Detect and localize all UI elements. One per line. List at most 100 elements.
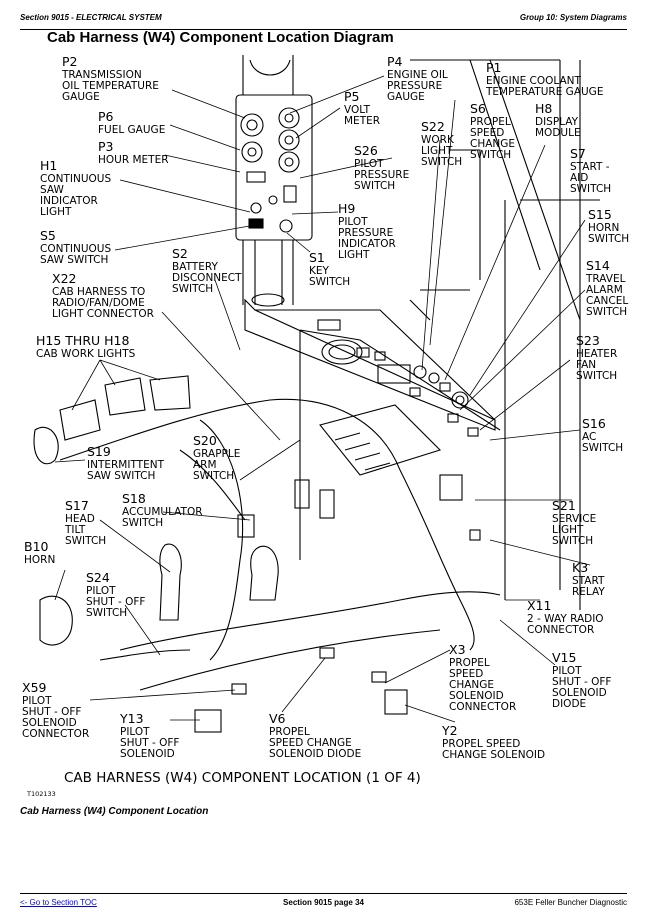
callout-description: INTERMITTENT — [87, 459, 165, 471]
section-toc-link[interactable]: <- Go to Section TOC — [20, 898, 97, 907]
callout-id: S16 — [582, 416, 606, 431]
callout-description: CONNECTOR — [527, 624, 594, 636]
callout-description: SERVICE — [552, 513, 596, 525]
section-title: Section 9015 - ELECTRICAL SYSTEM — [20, 13, 162, 22]
callout-description: SWITCH — [65, 535, 106, 547]
callout-description: HORN — [588, 222, 619, 234]
callout-id: S6 — [470, 101, 486, 116]
callout-description: ALARM — [586, 284, 623, 296]
callout-description: FUEL GAUGE — [98, 124, 165, 136]
callout-id: S26 — [354, 143, 378, 158]
callout-description: INDICATOR — [338, 238, 396, 250]
callout-description: SAW SWITCH — [40, 254, 108, 266]
callout-description: SAW — [40, 184, 64, 196]
callout-description: ACCUMULATOR — [122, 506, 203, 518]
callout-description: RELAY — [572, 586, 605, 598]
callout-description: CANCEL — [586, 295, 628, 307]
figure-title: Cab Harness (W4) Component Location — [20, 806, 209, 817]
callout-description: SWITCH — [122, 517, 163, 529]
callout-description: HOUR METER — [98, 154, 169, 166]
callout-id: B10 — [24, 539, 49, 554]
callout-id: S7 — [570, 146, 586, 161]
figure-ref: T102133 — [26, 790, 56, 798]
callout-description: CAB WORK LIGHTS — [36, 348, 136, 360]
callout-id: P4 — [387, 54, 403, 69]
callout-description: SOLENOID — [22, 717, 77, 729]
callout-description: PRESSURE — [338, 227, 393, 239]
callout-description: SWITCH — [570, 183, 611, 195]
callout-description: CHANGE — [449, 679, 494, 691]
callout-description: SHUT - OFF — [120, 737, 179, 749]
callout-id: S19 — [87, 444, 111, 459]
manual-title: 653E Feller Buncher Diagnostic — [514, 898, 627, 907]
callout-id: P5 — [344, 89, 360, 104]
callout-id: S15 — [588, 207, 612, 222]
callout-description: HEAD — [65, 513, 95, 525]
callout-id: S14 — [586, 258, 610, 273]
callout-description: PILOT — [338, 216, 368, 228]
callout-description: CAB HARNESS TO — [52, 286, 145, 298]
callout-description: START — [572, 575, 605, 587]
callout-description: HEATER — [576, 348, 617, 360]
callout-id: V15 — [552, 650, 576, 665]
callout-description: PILOT — [552, 665, 582, 677]
machine-drawing — [33, 55, 600, 733]
callout-id: X22 — [52, 271, 76, 286]
callout-id: S18 — [122, 491, 146, 506]
callout-description: DISCONNECT — [172, 272, 242, 284]
callout-description: 2 - WAY RADIO — [527, 613, 604, 625]
callout-id: S24 — [86, 570, 110, 585]
callout-description: LIGHT — [40, 206, 72, 218]
callout-id: S2 — [172, 246, 188, 261]
callout-description: PROPEL — [470, 116, 511, 128]
callout-description: VOLT — [344, 104, 371, 116]
callout-description: PILOT — [86, 585, 116, 597]
callout-description: SPEED — [449, 668, 483, 680]
callout-description: TEMPERATURE GAUGE — [485, 86, 603, 98]
callout-description: TRANSMISSION — [61, 69, 142, 81]
callout-description: OIL TEMPERATURE — [62, 80, 159, 92]
page-header: Section 9015 - ELECTRICAL SYSTEM Group 1… — [20, 11, 627, 30]
callout-description: START - — [570, 161, 610, 173]
callout-description: ENGINE COOLANT — [486, 75, 582, 87]
callout-description: METER — [344, 115, 380, 127]
callout-id: H15 THRU H18 — [36, 333, 129, 348]
callout-description: PRESSURE — [387, 80, 442, 92]
callout-description: LIGHT — [338, 249, 370, 261]
callout-id: Y2 — [441, 723, 458, 738]
callout-description: PROPEL — [269, 726, 310, 738]
callout-id: S22 — [421, 119, 445, 134]
callout-description: BATTERY — [172, 261, 218, 273]
page-footer: <- Go to Section TOC Section 9015 page 3… — [20, 893, 627, 907]
callout-description: PRESSURE — [354, 169, 409, 181]
callout-description: SHUT - OFF — [86, 596, 145, 608]
callout-description: ENGINE OIL — [387, 69, 448, 81]
callout-description: PROPEL SPEED — [442, 738, 520, 750]
callout-description: SWITCH — [172, 283, 213, 295]
callout-description: KEY — [309, 265, 330, 277]
callout-description: SOLENOID — [449, 690, 504, 702]
callout-description: PILOT — [120, 726, 150, 738]
page-number: Section 9015 page 34 — [283, 898, 364, 907]
callout-description: LIGHT — [552, 524, 584, 536]
callout-description: SPEED CHANGE — [269, 737, 352, 749]
callout-id: V6 — [269, 711, 286, 726]
callout-description: SWITCH — [552, 535, 593, 547]
callout-description: CONNECTOR — [22, 728, 89, 740]
callout-id: H8 — [535, 101, 552, 116]
